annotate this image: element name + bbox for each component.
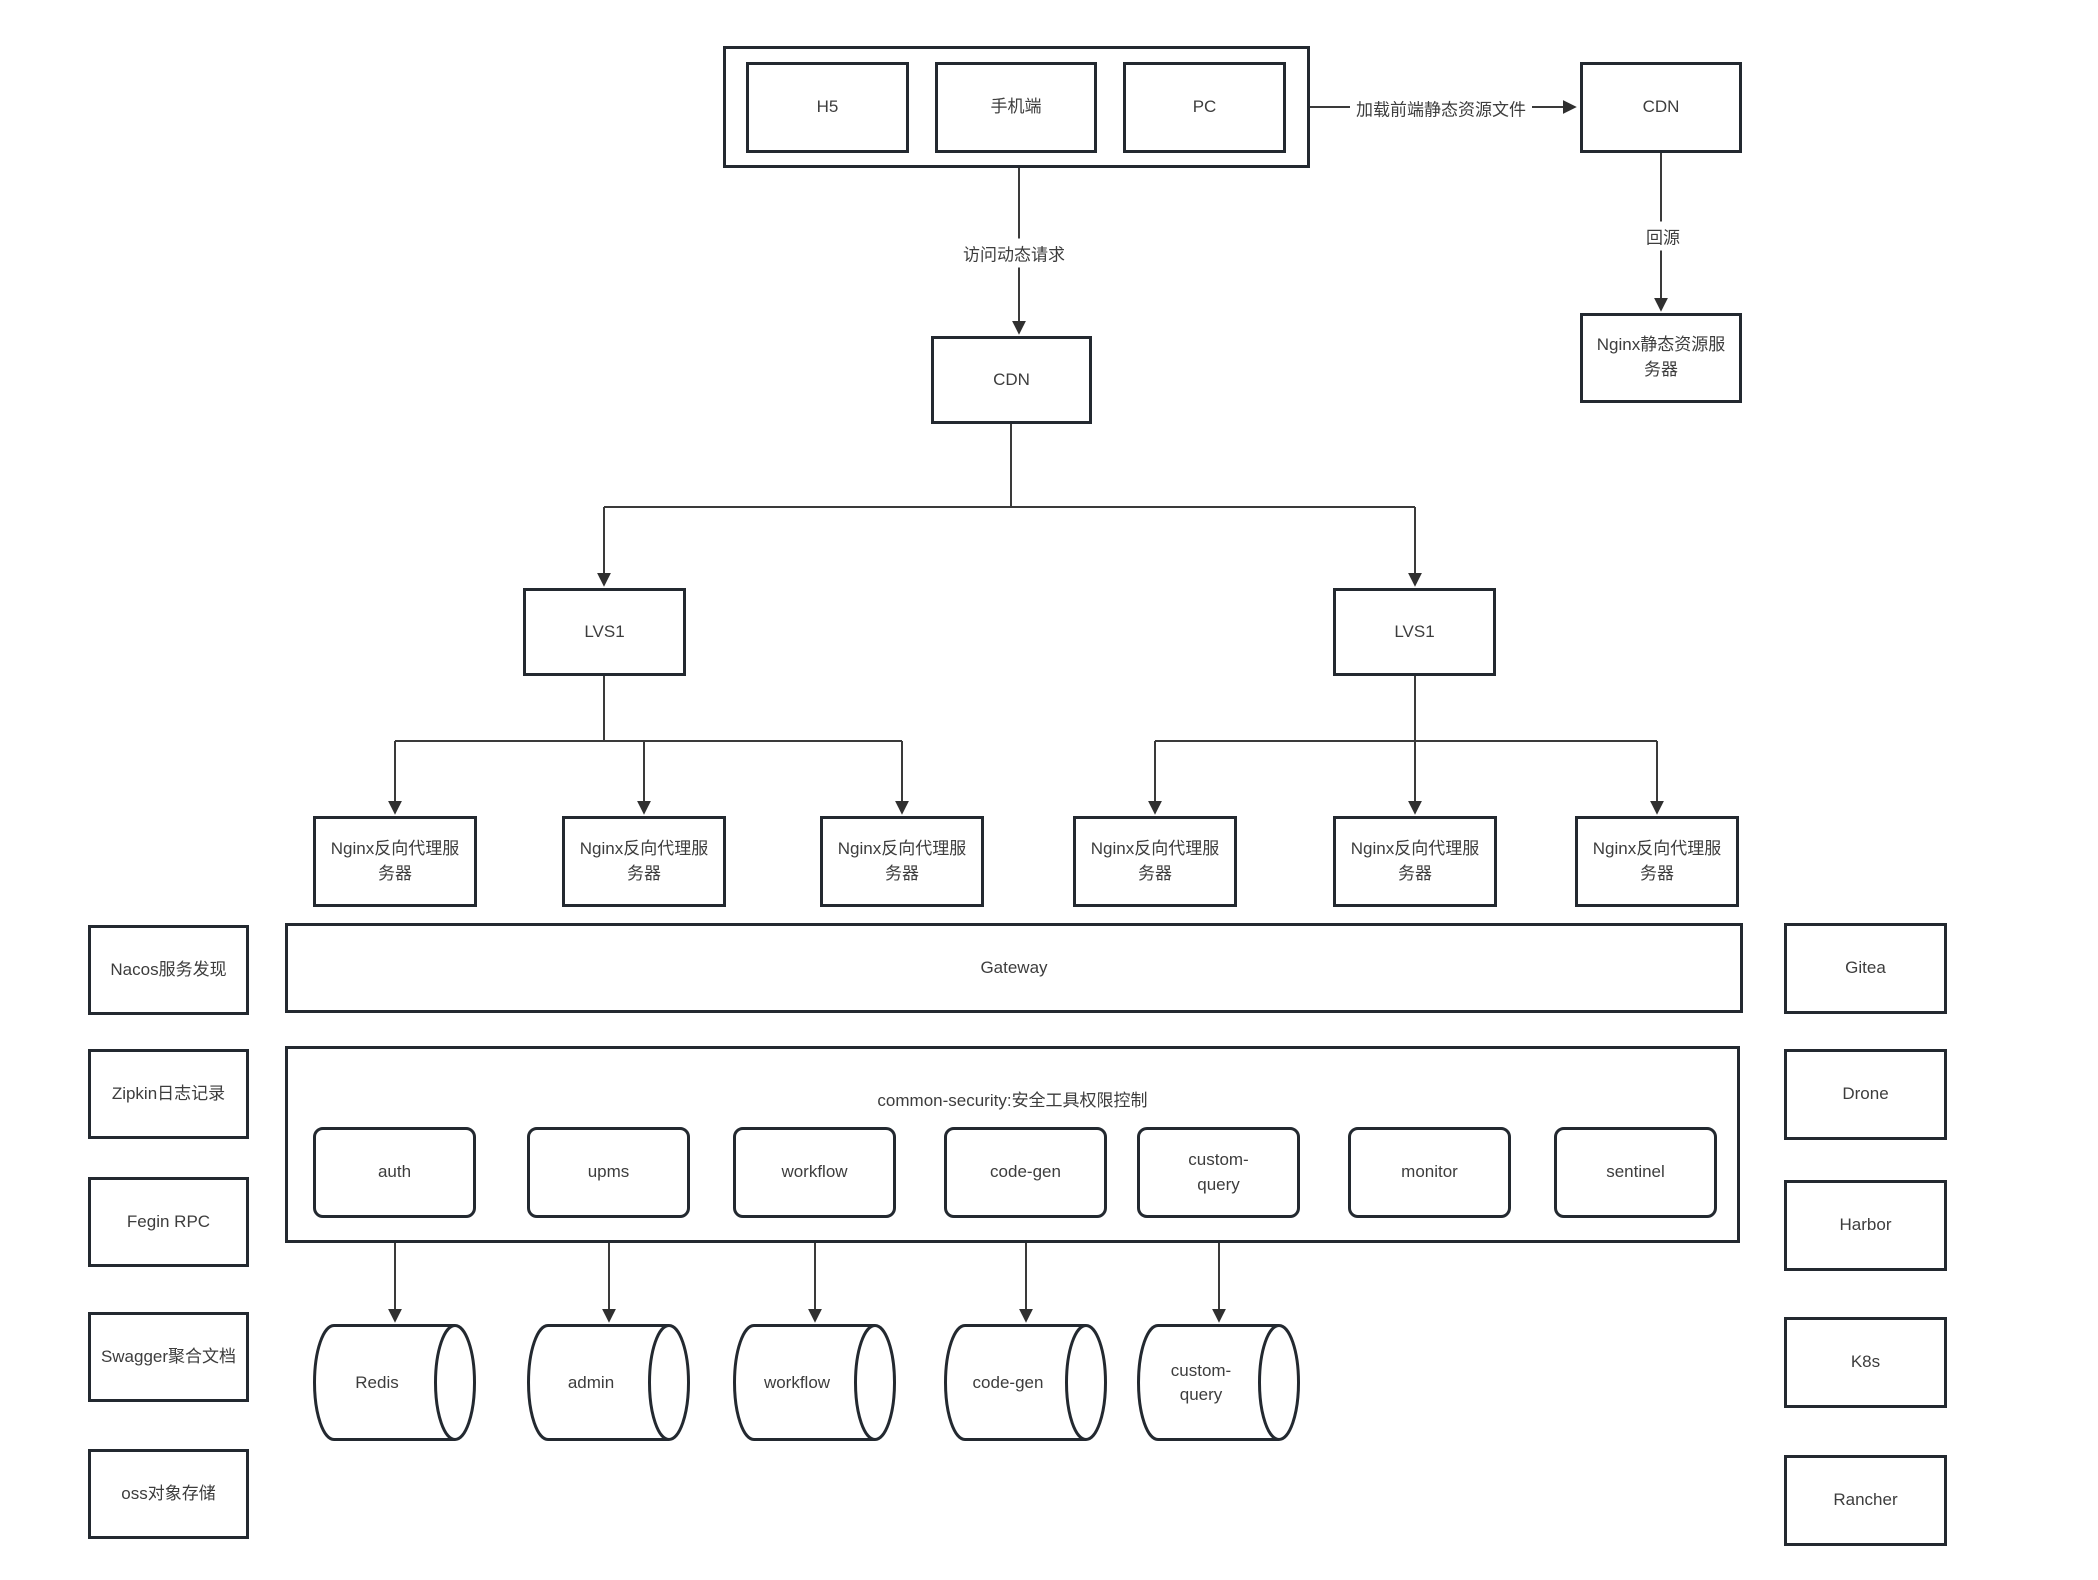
right-box-gitea: Gitea <box>1784 923 1947 1014</box>
nginx-proxy-label: Nginx反向代理服务器 <box>837 838 967 883</box>
right-box-drone-label: Drone <box>1842 1084 1889 1104</box>
left-box-swagger: Swagger聚合文档 <box>88 1312 249 1402</box>
left-box-nacos: Nacos服务发现 <box>88 925 249 1015</box>
left-box-fegin-rpc: Fegin RPC <box>88 1177 249 1267</box>
service-custom-query-label: custom-query <box>1188 1149 1249 1194</box>
right-box-k8s-label: K8s <box>1850 1352 1881 1372</box>
nginx-proxy-label: Nginx反向代理服务器 <box>330 838 460 883</box>
nginx-proxy-label: Nginx反向代理服务器 <box>579 838 709 883</box>
service-workflow-label: workflow <box>781 1162 848 1182</box>
db-custom-query-text: custom-query <box>1170 1360 1232 1404</box>
service-box-custom-query: custom-query <box>1137 1127 1300 1218</box>
gateway-bar: Gateway <box>285 923 1743 1013</box>
gateway-label: Gateway <box>980 958 1048 977</box>
edge-label-dynamic-request: 访问动态请求 <box>957 238 1071 268</box>
db-redis-label: Redis <box>355 1372 399 1392</box>
service-box-sentinel: sentinel <box>1554 1127 1717 1218</box>
cylinder-shape <box>1137 1324 1300 1441</box>
db-cylinder-admin: admin <box>527 1324 690 1441</box>
nginx-proxy-box-2: Nginx反向代理服务器 <box>562 816 726 907</box>
edge-label-load-static: 加载前端静态资源文件 <box>1350 93 1532 123</box>
nginx-proxy-label: Nginx反向代理服务器 <box>1090 838 1220 883</box>
db-code-gen-label: code-gen <box>972 1372 1044 1392</box>
lvs-right-label: LVS1 <box>1394 621 1435 641</box>
db-cylinder-redis: Redis <box>313 1324 476 1441</box>
service-sentinel-label: sentinel <box>1606 1162 1665 1182</box>
right-box-drone: Drone <box>1784 1049 1947 1140</box>
cylinder-shape <box>733 1324 896 1441</box>
nginx-proxy-box-1: Nginx反向代理服务器 <box>313 816 477 907</box>
right-box-harbor-label: Harbor <box>1839 1215 1892 1235</box>
left-box-oss: oss对象存储 <box>88 1449 249 1539</box>
service-box-auth: auth <box>313 1127 476 1218</box>
nginx-proxy-label: Nginx反向代理服务器 <box>1592 838 1722 883</box>
service-box-monitor: monitor <box>1348 1127 1511 1218</box>
nginx-proxy-box-5: Nginx反向代理服务器 <box>1333 816 1497 907</box>
edge-label-back-to-origin: 回源 <box>1640 221 1686 251</box>
right-box-rancher: Rancher <box>1784 1455 1947 1546</box>
right-box-rancher-label: Rancher <box>1833 1490 1898 1510</box>
lvs-left-label: LVS1 <box>584 621 625 641</box>
nginx-static-server-box: Nginx静态资源服务器 <box>1580 313 1742 403</box>
client-mobile-label: 手机端 <box>990 97 1042 117</box>
cdn-static-label: CDN <box>1642 97 1680 117</box>
lvs-right-box: LVS1 <box>1333 588 1496 676</box>
service-box-code-gen: code-gen <box>944 1127 1107 1218</box>
service-upms-label: upms <box>587 1162 630 1182</box>
client-mobile-box: 手机端 <box>935 62 1097 153</box>
cylinder-shape <box>313 1324 476 1441</box>
db-custom-query-label: custom-query <box>1138 1324 1300 1441</box>
cdn-dynamic-box: CDN <box>931 336 1092 424</box>
cdn-static-box: CDN <box>1580 62 1742 153</box>
db-cylinder-code-gen: code-gen <box>944 1324 1107 1441</box>
service-auth-label: auth <box>377 1162 412 1182</box>
nginx-static-server-label: Nginx静态资源服务器 <box>1596 335 1726 379</box>
cylinder-shape <box>527 1324 690 1441</box>
right-box-harbor: Harbor <box>1784 1180 1947 1271</box>
service-box-upms: upms <box>527 1127 690 1218</box>
left-box-fegin-rpc-label: Fegin RPC <box>126 1211 211 1231</box>
db-workflow-label: workflow <box>763 1372 831 1392</box>
cdn-dynamic-label: CDN <box>993 369 1030 389</box>
nginx-proxy-box-3: Nginx反向代理服务器 <box>820 816 984 907</box>
left-box-swagger-label: Swagger聚合文档 <box>100 1346 237 1366</box>
db-cylinder-workflow: workflow <box>733 1324 896 1441</box>
common-security-title: common-security:安全工具权限控制 <box>877 1091 1148 1110</box>
lvs-left-box: LVS1 <box>523 588 686 676</box>
nginx-proxy-box-6: Nginx反向代理服务器 <box>1575 816 1739 907</box>
cylinder-shape <box>944 1324 1107 1441</box>
service-code-gen-label: code-gen <box>990 1162 1061 1182</box>
client-h5-box: H5 <box>746 62 909 153</box>
service-monitor-label: monitor <box>1401 1162 1458 1182</box>
nginx-proxy-box-4: Nginx反向代理服务器 <box>1073 816 1237 907</box>
service-box-workflow: workflow <box>733 1127 896 1218</box>
left-box-zipkin-label: Zipkin日志记录 <box>111 1083 226 1103</box>
left-box-oss-label: oss对象存储 <box>121 1483 216 1503</box>
client-h5-label: H5 <box>816 97 839 117</box>
client-pc-box: PC <box>1123 62 1286 153</box>
right-box-gitea-label: Gitea <box>1845 958 1886 978</box>
nginx-proxy-label: Nginx反向代理服务器 <box>1350 838 1480 883</box>
right-box-k8s: K8s <box>1784 1317 1947 1408</box>
db-admin-label: admin <box>567 1372 615 1392</box>
left-box-nacos-label: Nacos服务发现 <box>110 959 227 979</box>
left-box-zipkin: Zipkin日志记录 <box>88 1049 249 1139</box>
db-cylinder-custom-query: custom-query <box>1137 1324 1300 1441</box>
client-pc-label: PC <box>1192 97 1217 117</box>
